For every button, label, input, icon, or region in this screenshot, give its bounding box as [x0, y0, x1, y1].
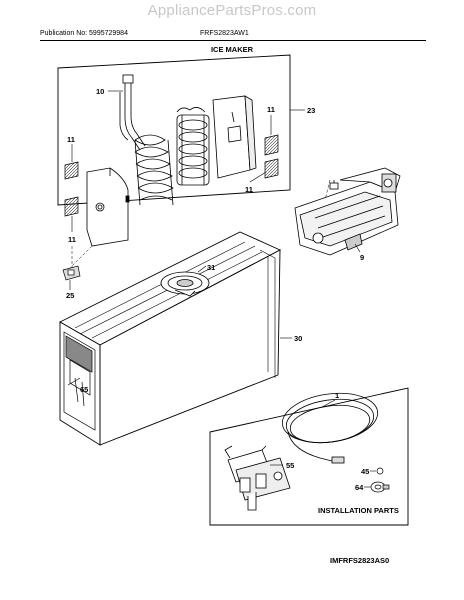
callout-45: 45 [361, 467, 369, 476]
assembly-guide-lines [69, 179, 331, 269]
insulation-pad-lower-left [64, 196, 79, 217]
callout-1: 1 [335, 391, 339, 400]
model-number: FRFS2823AW1 [200, 30, 249, 37]
callout-11-upper-left: 11 [67, 135, 75, 144]
callout-65: 65 [80, 385, 88, 394]
leader-65 [67, 377, 81, 386]
callout-11-lower-left: 11 [68, 235, 76, 244]
leader-31 [197, 265, 207, 273]
watermark: AppliancePartsPros.com [147, 2, 317, 19]
auger-opening [160, 271, 210, 297]
water-line-coil [281, 392, 379, 464]
heat-exchanger [176, 107, 210, 186]
evaporator-cover [212, 95, 257, 179]
leader-11d [249, 171, 267, 183]
insulation-pad-lower-right [264, 158, 279, 179]
leader-9 [354, 243, 361, 253]
callout-31: 31 [207, 263, 215, 272]
ice-maker-assembly [294, 167, 401, 256]
callout-10: 10 [96, 87, 104, 96]
diagram-code: IMFRFS2823AS0 [330, 556, 390, 565]
evaporator-group-box [57, 54, 291, 206]
publication-number: Publication No: 5995729984 [40, 30, 128, 37]
housing-front-opening [63, 331, 96, 431]
clip-part [62, 265, 81, 281]
callout-11-upper-right: 11 [267, 105, 275, 114]
callout-11-lower-right: 11 [245, 185, 253, 194]
leader-1 [321, 399, 336, 408]
callout-64: 64 [355, 483, 364, 492]
fitting-part [376, 467, 384, 475]
insulation-pad-upper-right [264, 134, 279, 156]
clamp-part [370, 481, 390, 493]
front-cover-panel [86, 167, 130, 247]
callout-23: 23 [307, 106, 315, 115]
callout-30: 30 [294, 334, 302, 343]
evaporator-coil [134, 134, 174, 206]
page-title: ICE MAKER [210, 45, 254, 54]
water-valve [224, 445, 291, 511]
insulation-pad-upper-left [64, 161, 79, 180]
installation-parts-label: INSTALLATION PARTS [318, 506, 399, 515]
callout-55: 55 [286, 461, 294, 470]
callout-9: 9 [360, 253, 364, 262]
callout-25: 25 [66, 291, 74, 300]
header-rule [40, 40, 426, 41]
tube-assembly [119, 74, 146, 151]
